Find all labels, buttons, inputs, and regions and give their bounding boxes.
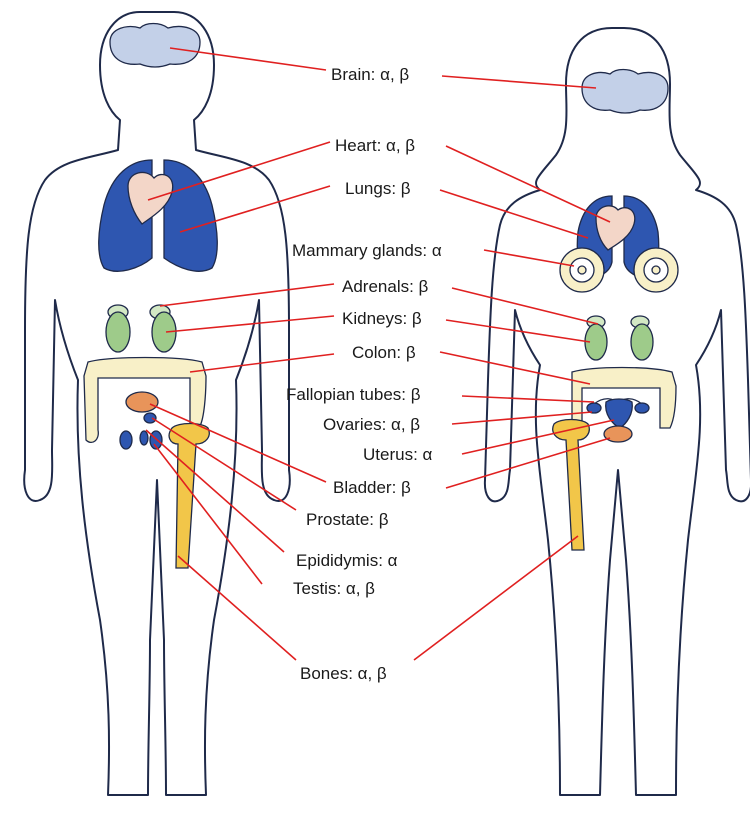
male-prostate (143, 412, 157, 424)
leader-brain-male (169, 47, 327, 71)
leader-mammary (483, 249, 575, 267)
leader-brain-female (441, 75, 597, 89)
female-kidney-right (630, 323, 654, 361)
female-femur (552, 418, 590, 551)
label-fallopian-tubes: Fallopian tubes: β (286, 385, 421, 404)
female-heart (595, 205, 636, 251)
leader-ovaries (451, 411, 593, 425)
leader-lungs-male (179, 185, 331, 233)
male-figure (23, 11, 291, 796)
label-heart: Heart: α, β (335, 136, 415, 155)
leader-kidneys-female (445, 319, 591, 343)
female-body-outline (483, 27, 750, 796)
leader-bladder-male (149, 403, 327, 483)
leader-testis (153, 443, 263, 585)
label-epididymis: Epididymis: α (296, 551, 398, 570)
female-mammary-right (633, 247, 679, 293)
male-testis-left (119, 430, 133, 450)
leader-kidneys-male (165, 315, 335, 333)
leader-bones-female (413, 535, 579, 661)
male-lung-right (163, 159, 218, 272)
leader-colon-male (189, 353, 335, 373)
leader-heart-male (147, 141, 331, 201)
label-colon: Colon: β (352, 343, 416, 362)
leader-colon-female (439, 351, 591, 385)
leader-fallopian (461, 395, 595, 403)
label-adrenals: Adrenals: β (342, 277, 429, 296)
female-bladder (603, 425, 633, 443)
label-prostate: Prostate: β (306, 510, 389, 529)
female-colon (571, 366, 677, 431)
female-brain (581, 68, 669, 114)
labels: Brain: α, β Heart: α, β Lungs: β Mammary… (286, 65, 442, 683)
leader-uterus (461, 419, 615, 455)
leader-lines (145, 47, 615, 661)
leader-heart-female (445, 145, 611, 223)
label-bones: Bones: α, β (300, 664, 387, 683)
male-kidney-left (105, 311, 131, 353)
male-brain (109, 22, 201, 68)
male-femur (168, 422, 210, 569)
label-testis: Testis: α, β (293, 579, 375, 598)
leader-adrenals-female (451, 287, 599, 325)
female-ovary-right (634, 402, 650, 414)
leader-epididymis (145, 429, 285, 553)
label-kidneys: Kidneys: β (342, 309, 422, 328)
leader-bones-male (177, 555, 297, 661)
male-bladder (125, 391, 159, 413)
female-mammary-left (559, 247, 605, 293)
label-bladder: Bladder: β (333, 478, 411, 497)
male-epididymis (139, 430, 149, 446)
label-mammary-glands: Mammary glands: α (292, 241, 442, 260)
female-uterus (605, 398, 633, 429)
male-colon (83, 356, 207, 444)
leader-adrenals-male (159, 283, 335, 307)
leader-prostate (151, 417, 297, 511)
male-body-outline (23, 11, 291, 796)
leader-lungs-female (439, 189, 589, 239)
male-kidney-right (151, 311, 177, 353)
label-uterus: Uterus: α (363, 445, 433, 464)
label-ovaries: Ovaries: α, β (323, 415, 420, 434)
female-figure (483, 27, 750, 796)
label-lungs: Lungs: β (345, 179, 411, 198)
female-ovary-left (586, 402, 602, 414)
leader-bladder-female (445, 437, 611, 489)
label-brain: Brain: α, β (331, 65, 409, 84)
